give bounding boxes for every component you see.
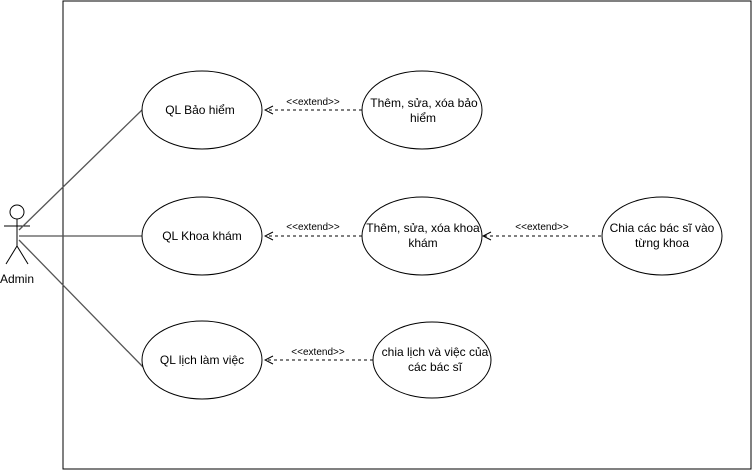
extend-label: <<extend>> (291, 347, 345, 358)
use-case-label-line2: các bác sĩ (408, 360, 463, 374)
use-case-label-line1: Thêm, sửa, xóa khoa (366, 221, 480, 235)
use-case-label-line1: chia lịch và việc của (382, 345, 489, 359)
use-case-label-line1: Thêm, sửa, xóa bảo (370, 96, 478, 110)
use-case-label-line2: khám (408, 236, 437, 250)
association-line (18, 239, 144, 368)
use-case-label-line1: Chia các bác sĩ vào (610, 221, 715, 235)
extend-label: <<extend>> (286, 97, 340, 108)
use-case-label: QL Bảo hiểm (165, 103, 235, 117)
extend-relations (265, 110, 601, 360)
extend-label: <<extend>> (286, 222, 340, 233)
use-case-them-sua-xoa-khoa-kham[interactable]: Thêm, sửa, xóa khoa khám (361, 196, 483, 276)
extend-label: <<extend>> (515, 222, 569, 233)
use-case-chia-bac-si[interactable]: Chia các bác sĩ vào từng khoa (601, 196, 723, 276)
extend-labels: <<extend>> <<extend>> <<extend>> <<exten… (286, 97, 569, 358)
use-case-ql-khoa-kham[interactable]: QL Khoa khám (141, 196, 263, 276)
actor-label: Admin (0, 272, 34, 286)
use-case-them-sua-xoa-bao-hiem[interactable]: Thêm, sửa, xóa bảo hiểm (361, 70, 483, 150)
use-case-ql-lich-lam-viec[interactable]: QL lịch làm việc (141, 320, 263, 400)
use-case-chia-lich[interactable]: chia lịch và việc của các bác sĩ (372, 321, 492, 399)
use-case-label-line2: từng khoa (635, 236, 689, 250)
use-case-label-line2: hiểm (410, 111, 436, 125)
association-line (18, 108, 144, 231)
use-case-ql-bao-hiem[interactable]: QL Bảo hiểm (141, 70, 263, 150)
associations (18, 108, 144, 368)
actor-admin[interactable]: Admin (0, 204, 34, 286)
use-case-label: QL Khoa khám (162, 229, 242, 243)
actor-figure-icon (4, 204, 30, 265)
use-case-label: QL lịch làm việc (160, 353, 244, 367)
